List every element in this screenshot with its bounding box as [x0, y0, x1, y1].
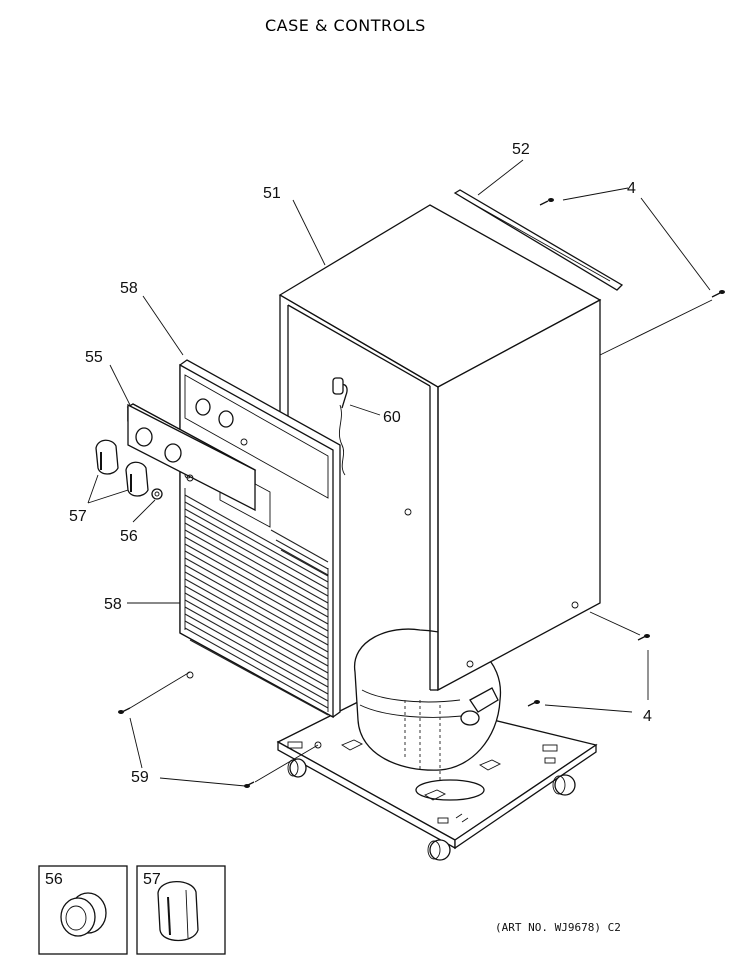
control-knobs: [95, 439, 149, 497]
power-cord: [332, 377, 348, 476]
detail-box-56: 56: [38, 865, 128, 955]
panel-screw: [151, 488, 163, 500]
cabinet-case: [278, 204, 602, 700]
detail-box-57: 57: [136, 865, 226, 955]
callout-60: 60: [383, 409, 401, 426]
callout-labels: 52 4 51 58 55 60 57 56 58 4 59: [69, 141, 652, 786]
callout-52: 52: [512, 141, 530, 158]
callout-58-bottom: 58: [104, 596, 122, 613]
callout-59: 59: [131, 769, 149, 786]
callout-4-top: 4: [627, 180, 636, 197]
art-number: (ART NO. WJ9678) C2: [495, 921, 621, 934]
callout-57: 57: [69, 508, 87, 525]
callout-4-bottom: 4: [643, 708, 652, 725]
caster-wheels: [287, 758, 576, 861]
control-plate-face: [127, 403, 256, 512]
top-rail: [453, 189, 624, 291]
detail-57-label: 57: [143, 871, 161, 888]
case-screws: [118, 198, 725, 788]
callout-51: 51: [263, 185, 281, 202]
callout-58-top: 58: [120, 280, 138, 297]
leader-lines: [87, 159, 713, 787]
grille-louvers: [184, 488, 329, 716]
front-grille-panel: [179, 359, 341, 749]
diagram-title: CASE & CONTROLS: [265, 16, 426, 35]
callout-55: 55: [85, 349, 103, 366]
callout-56: 56: [120, 528, 138, 545]
detail-56-label: 56: [45, 871, 63, 888]
